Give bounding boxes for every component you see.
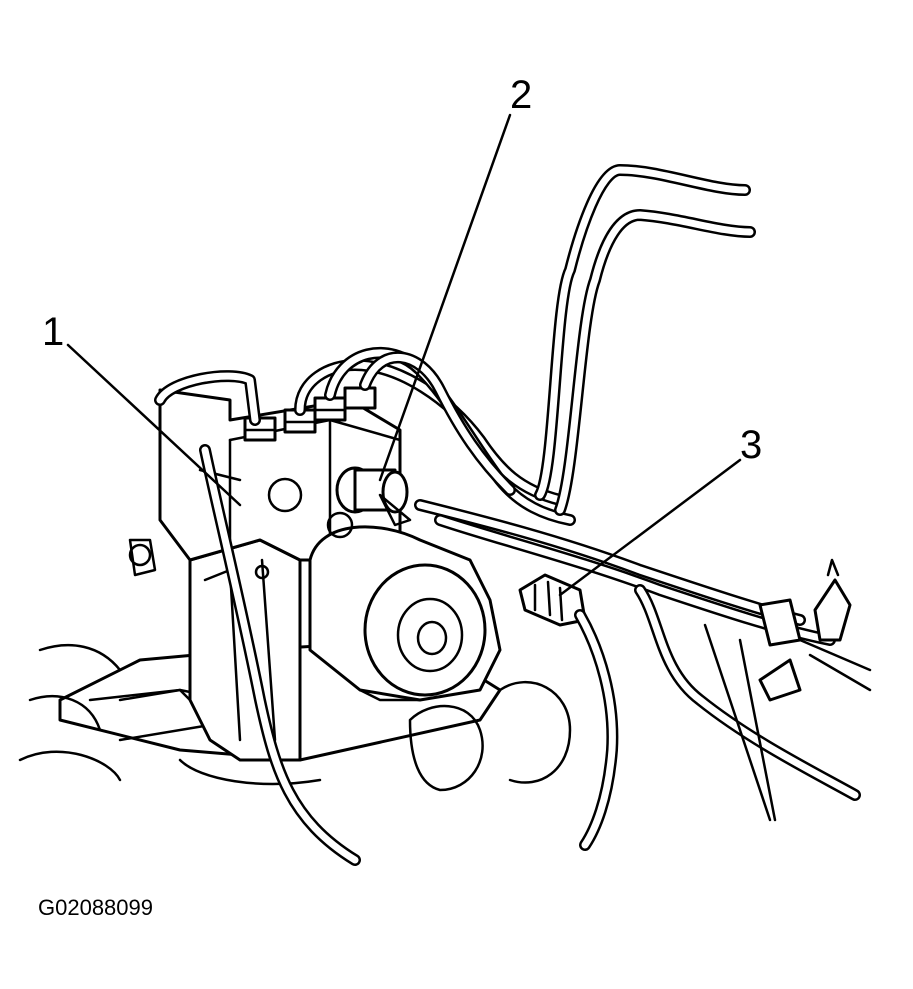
leader-line-1: [66, 343, 242, 507]
leader-lines: [66, 113, 742, 597]
brake-lines: [154, 164, 861, 866]
pump-motor: [308, 511, 502, 702]
line-retainer-clips: [703, 558, 872, 822]
pressure-switch: [335, 466, 412, 527]
leader-line-3: [558, 458, 742, 597]
harness-connector: [518, 573, 619, 851]
callout-1: 1: [42, 310, 64, 354]
leader-line-2: [378, 113, 512, 482]
figure-id: G02088099: [38, 895, 153, 920]
callout-3: 3: [740, 423, 762, 467]
callout-2: 2: [510, 73, 532, 117]
